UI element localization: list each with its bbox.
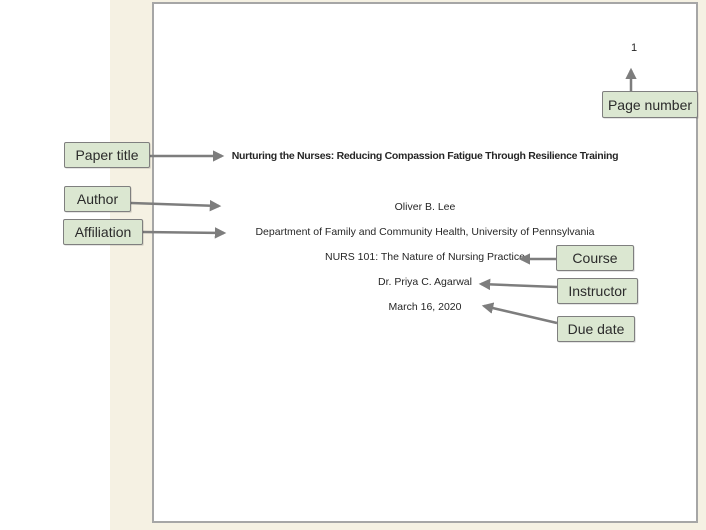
label-course: Course xyxy=(556,245,634,271)
label-affiliation: Affiliation xyxy=(63,219,143,245)
page-number-value: 1 xyxy=(630,42,638,54)
label-instructor: Instructor xyxy=(557,278,638,304)
label-author: Author xyxy=(64,186,131,212)
course-text: NURS 101: The Nature of Nursing Practice xyxy=(325,251,525,263)
label-page-number: Page number xyxy=(602,91,698,118)
label-due-date: Due date xyxy=(557,316,635,342)
label-affiliation-text: Affiliation xyxy=(74,224,132,240)
due-date-text: March 16, 2020 xyxy=(388,301,462,313)
label-course-text: Course xyxy=(572,250,618,266)
label-paper-title-text: Paper title xyxy=(75,147,139,163)
label-author-text: Author xyxy=(76,191,119,207)
label-page-number-text: Page number xyxy=(607,96,693,113)
instructor-text: Dr. Priya C. Agarwal xyxy=(378,276,472,288)
author-text: Oliver B. Lee xyxy=(394,201,456,213)
label-paper-title: Paper title xyxy=(64,142,150,168)
affiliation-text: Department of Family and Community Healt… xyxy=(255,226,595,238)
paper-title-text: Nurturing the Nurses: Reducing Compassio… xyxy=(231,150,619,162)
label-instructor-text: Instructor xyxy=(568,283,627,299)
label-due-date-text: Due date xyxy=(567,321,625,337)
